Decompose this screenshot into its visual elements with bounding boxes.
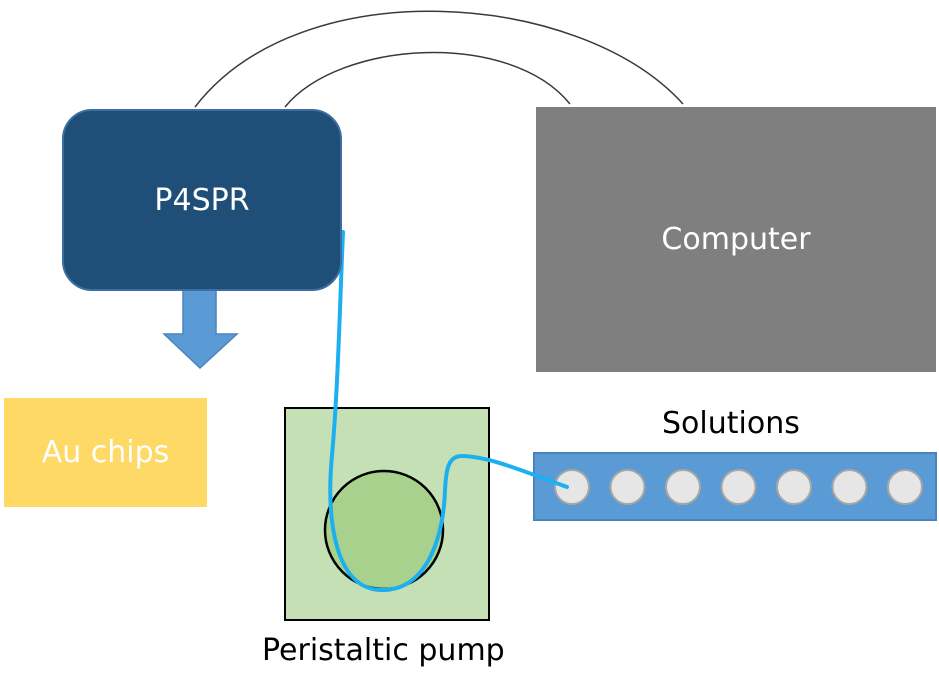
solution-well xyxy=(720,469,757,505)
computer-label: Computer xyxy=(661,222,811,257)
pump-label: Peristaltic pump xyxy=(262,633,505,668)
p4spr-box: P4SPR xyxy=(62,109,342,291)
tubing xyxy=(328,230,569,593)
solution-well xyxy=(554,469,590,505)
pump-rotor xyxy=(323,469,445,591)
outer-cable xyxy=(194,10,684,108)
solution-well xyxy=(609,469,646,505)
au-chips-label: Au chips xyxy=(41,435,170,470)
solutions-label: Solutions xyxy=(662,406,800,441)
solution-well xyxy=(665,469,701,505)
au-chips-box: Au chips xyxy=(4,398,207,507)
solution-well xyxy=(887,469,923,505)
computer-box: Computer xyxy=(536,107,936,372)
solution-well xyxy=(776,469,812,505)
solution-wells xyxy=(554,469,923,505)
p4spr-label: P4SPR xyxy=(154,182,250,218)
inner-cable xyxy=(284,51,571,108)
solution-well xyxy=(831,469,868,505)
